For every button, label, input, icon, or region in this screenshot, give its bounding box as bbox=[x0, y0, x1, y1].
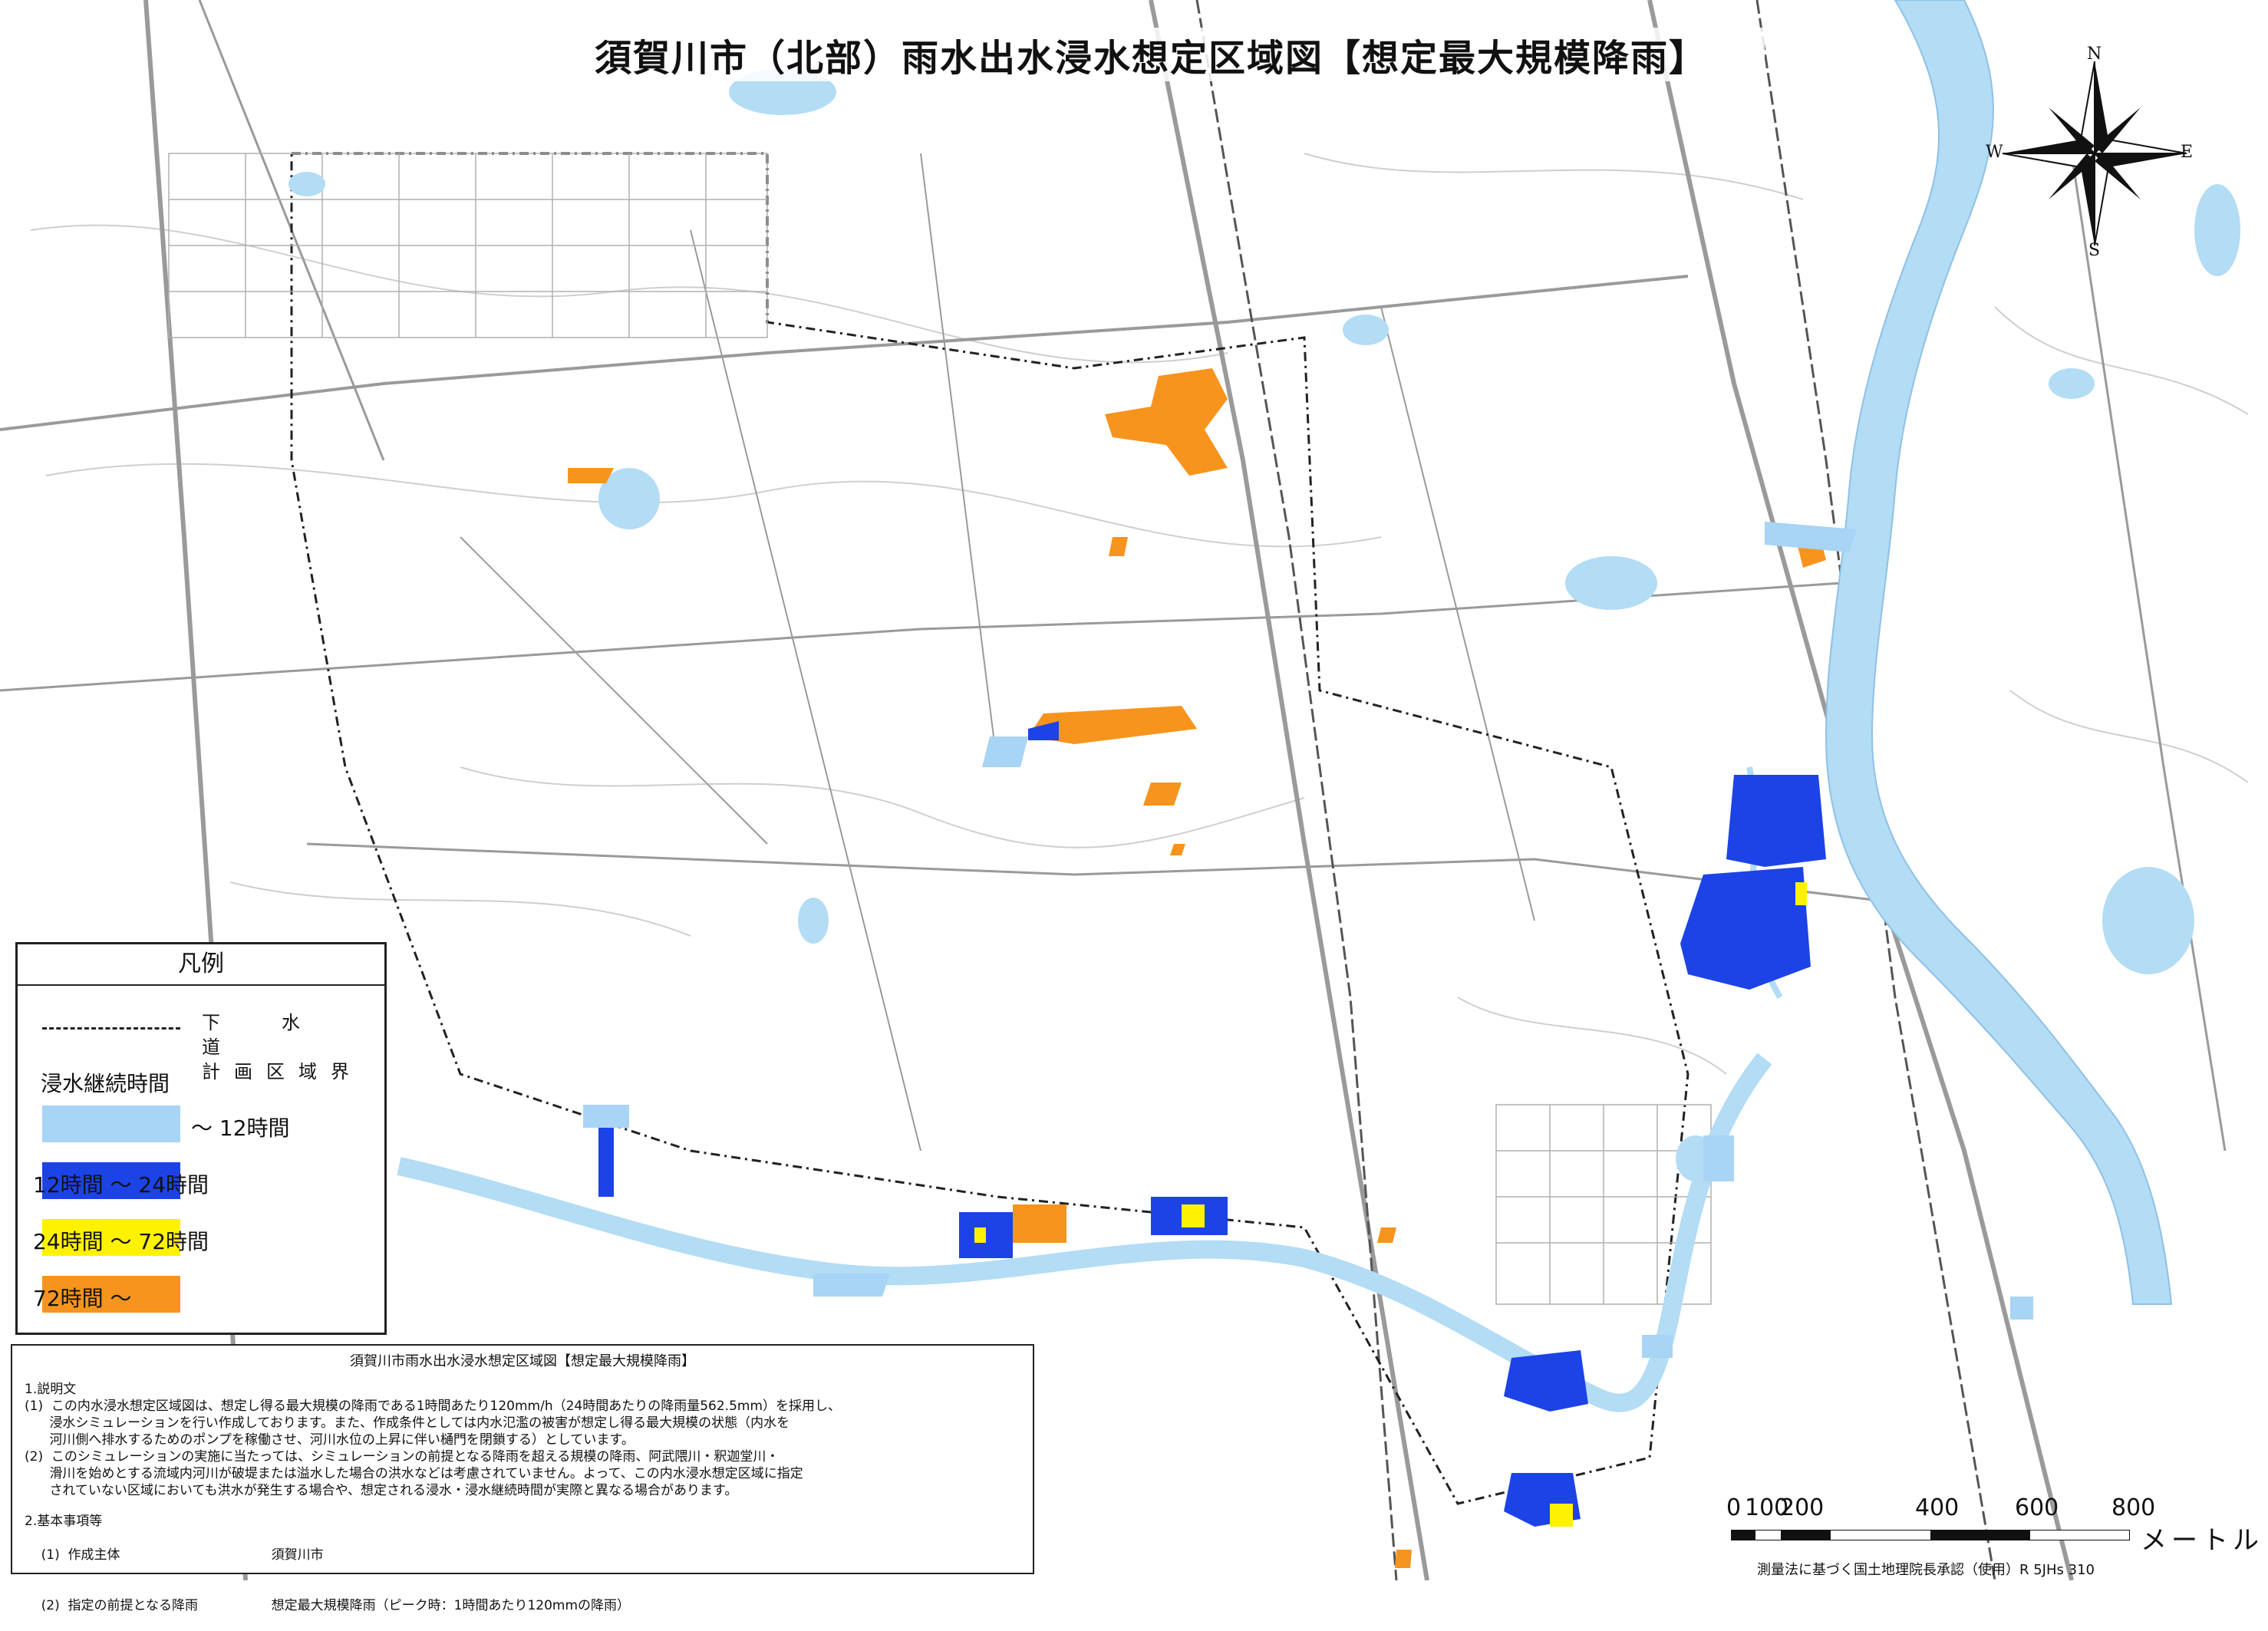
compass-s-label: S bbox=[2088, 241, 2101, 260]
legend-panel: 凡例 下 水 道 計画区域界 浸水継続時間 ～ 12時間 12時間 ～ 24時間 2… bbox=[15, 942, 387, 1335]
legend-swatch-2 bbox=[42, 1219, 180, 1256]
notes-row1-label: (1) 作成主体 bbox=[41, 1547, 120, 1563]
flood-zone-under-12h[interactable] bbox=[583, 522, 2033, 1358]
compass-e-label: E bbox=[2181, 143, 2194, 162]
scale-tick-800: 800 bbox=[2111, 1494, 2156, 1521]
sewer-boundary bbox=[290, 152, 1689, 1505]
survey-approval-note: 測量法に基づく国土地理院長承認（使用）R 5JHs 310 bbox=[1757, 1562, 2095, 1578]
notes-row2-label: (2) 指定の前提となる降雨 bbox=[41, 1598, 199, 1613]
compass-n-label: N bbox=[2087, 44, 2102, 64]
north-arrow bbox=[2002, 61, 2187, 246]
scale-tick-100: 100 bbox=[1745, 1494, 1789, 1521]
notes-section2-row2: (2) 指定の前提となる降雨 想定最大規模降雨（ピーク時：1時間あたり120mmの… bbox=[25, 1580, 1020, 1631]
scale-tick-0: 0 bbox=[1726, 1494, 1742, 1521]
map-title: 須賀川市（北部）雨水出水浸水想定区域図【想定最大規模降雨】 bbox=[537, 28, 1765, 81]
legend-swatch-0 bbox=[42, 1105, 180, 1142]
notes-panel: 須賀川市雨水出水浸水想定区域図【想定最大規模降雨】 1.説明文 (1) この内水… bbox=[11, 1344, 1034, 1613]
notes-section1-para2: (2) このシミュレーションの実施に当たっては、シミュレーションの前提となる降雨… bbox=[25, 1449, 803, 1498]
scale-tick-200: 200 bbox=[1780, 1494, 1825, 1521]
scale-bar-graphic bbox=[1731, 1530, 2130, 1540]
legend-label-3: 72時間 ～ bbox=[33, 1286, 132, 1311]
notes-section1-heading: 1.説明文 bbox=[25, 1382, 77, 1397]
notes-row1-value: 須賀川市 bbox=[271, 1547, 324, 1563]
ponds bbox=[288, 69, 2240, 1181]
sewer-label-row2: 計画区域界 bbox=[202, 1061, 363, 1082]
compass-w-label: W bbox=[1986, 143, 2003, 162]
sewer-boundary-swatch bbox=[42, 1027, 180, 1030]
contour-lines bbox=[30, 153, 2249, 1075]
legend-label-2: 24時間 ～ 72時間 bbox=[33, 1229, 209, 1254]
notes-section2-row1: (1) 作成主体 須賀川市 bbox=[25, 1530, 1020, 1580]
duration-heading: 浸水継続時間 bbox=[41, 1071, 170, 1096]
legend-swatch-3 bbox=[42, 1276, 180, 1313]
notes-heading: 須賀川市雨水出水浸水想定区域図【想定最大規模降雨】 bbox=[350, 1353, 695, 1369]
housing-blocks bbox=[168, 153, 1712, 1305]
sewer-label-row1: 下 水 道 bbox=[202, 1012, 361, 1058]
scale-tick-600: 600 bbox=[2015, 1494, 2059, 1521]
flood-zone-24-72h[interactable] bbox=[974, 882, 1807, 1527]
flood-map[interactable] bbox=[0, 0, 2268, 1580]
notes-section1-para1: (1) この内水浸水想定区域図は、想定し得る最大規模の降雨である1時間あたり12… bbox=[25, 1399, 842, 1448]
sewer-boundary-label: 下 水 道 計画区域界 bbox=[202, 1010, 384, 1084]
legend-heading: 凡例 bbox=[18, 944, 384, 986]
scale-tick-400: 400 bbox=[1915, 1494, 1960, 1521]
notes-row2-value: 想定最大規模降雨（ピーク時：1時間あたり120mmの降雨） bbox=[271, 1598, 631, 1613]
legend-swatch-1 bbox=[42, 1162, 180, 1199]
notes-section2-heading: 2.基本事項等 bbox=[25, 1514, 103, 1529]
scale-unit: メートル bbox=[2141, 1525, 2263, 1556]
shakadou-river bbox=[397, 1053, 1772, 1412]
abukuma-river bbox=[1825, 0, 2173, 1305]
legend-label-1: 12時間 ～ 24時間 bbox=[33, 1172, 209, 1198]
legend-label-0: ～ 12時間 bbox=[191, 1115, 290, 1141]
flood-areas[interactable] bbox=[568, 368, 2033, 1568]
